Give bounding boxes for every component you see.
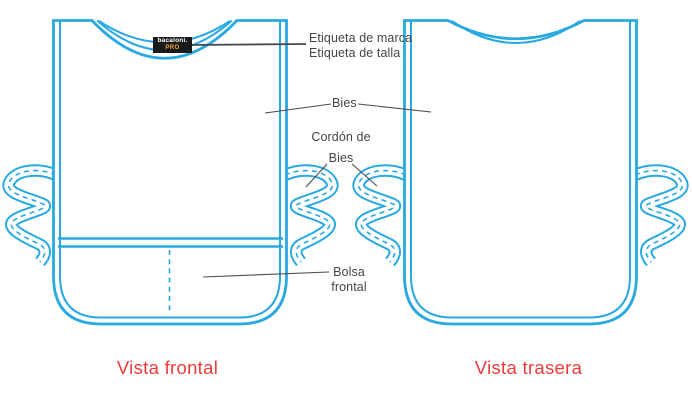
garment-tag: bacaloni. PRO	[153, 37, 192, 53]
back-left-tie	[352, 164, 409, 267]
callout-etiqueta-talla: Etiqueta de talla	[309, 46, 401, 60]
front-apron	[52, 19, 288, 326]
leader-cordon-left	[305, 163, 328, 188]
leader-garment-tag	[191, 43, 307, 46]
callout-bies: Bies	[332, 96, 357, 110]
garment-tag-brand-text: bacaloni.	[157, 37, 188, 44]
front-left-tie	[2, 164, 59, 267]
leader-bolsa	[202, 271, 330, 278]
callout-cordon-line2: Bies	[328, 151, 354, 165]
front-view-caption: Vista frontal	[116, 357, 219, 378]
leader-bies-left	[264, 103, 332, 114]
front-right-tie	[282, 164, 339, 267]
back-apron-inner-line	[410, 20, 631, 319]
callout-etiqueta-marca: Etiqueta de marca	[309, 31, 413, 45]
front-apron-inner-line	[59, 20, 281, 319]
callout-leader-lines	[191, 43, 432, 278]
front-apron-outline	[52, 19, 288, 326]
back-apron	[403, 19, 638, 326]
back-apron-outline	[403, 19, 638, 326]
back-view-caption: Vista trasera	[474, 357, 583, 378]
back-right-tie	[632, 164, 689, 267]
callout-cordon-line1: Cordón de	[311, 130, 371, 144]
leader-bies-right	[357, 103, 432, 113]
garment-tag-variant-text: PRO	[165, 45, 180, 51]
callout-bolsa-line2: frontal	[331, 280, 367, 294]
back-neck-binding-inner	[451, 20, 581, 44]
callout-bolsa-line1: Bolsa	[333, 265, 365, 279]
leader-cordon-right	[351, 163, 378, 187]
